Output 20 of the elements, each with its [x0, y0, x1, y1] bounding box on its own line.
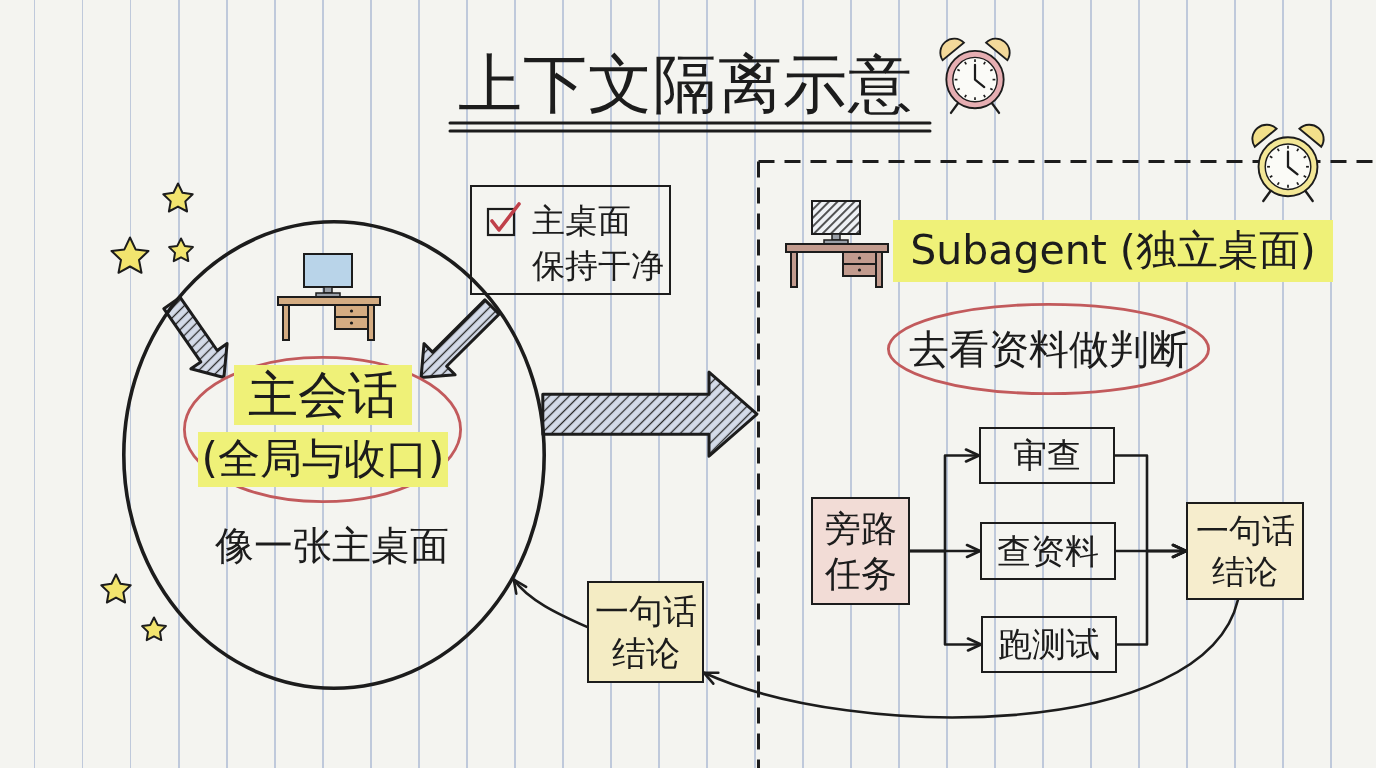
process-box: 审查 — [979, 427, 1115, 484]
highlighted-heading: 主会话 — [234, 365, 412, 425]
title: 上下文隔离示意 — [458, 46, 913, 123]
arrow — [1115, 543, 1188, 646]
process-box: 一句话结论 — [587, 581, 704, 683]
process-box: 一句话结论 — [1186, 502, 1304, 600]
highlighted-heading: Subagent (独立桌面) — [893, 220, 1333, 282]
block-arrow — [419, 298, 501, 379]
caption-text: 像一张主桌面 — [214, 522, 450, 570]
oval-outline — [183, 356, 462, 503]
arrow — [512, 578, 589, 629]
block-arrow — [541, 370, 759, 458]
oval-label: 去看资料做判断 — [887, 303, 1210, 395]
note-box — [470, 185, 671, 295]
block-arrow — [162, 295, 229, 379]
process-box: 跑测试 — [981, 616, 1117, 673]
highlighted-subheading: (全局与收口) — [198, 432, 448, 487]
process-box: 查资料 — [980, 522, 1116, 580]
process-box: 旁路任务 — [811, 497, 910, 605]
note-text: 主桌面保持干净 — [532, 200, 665, 287]
